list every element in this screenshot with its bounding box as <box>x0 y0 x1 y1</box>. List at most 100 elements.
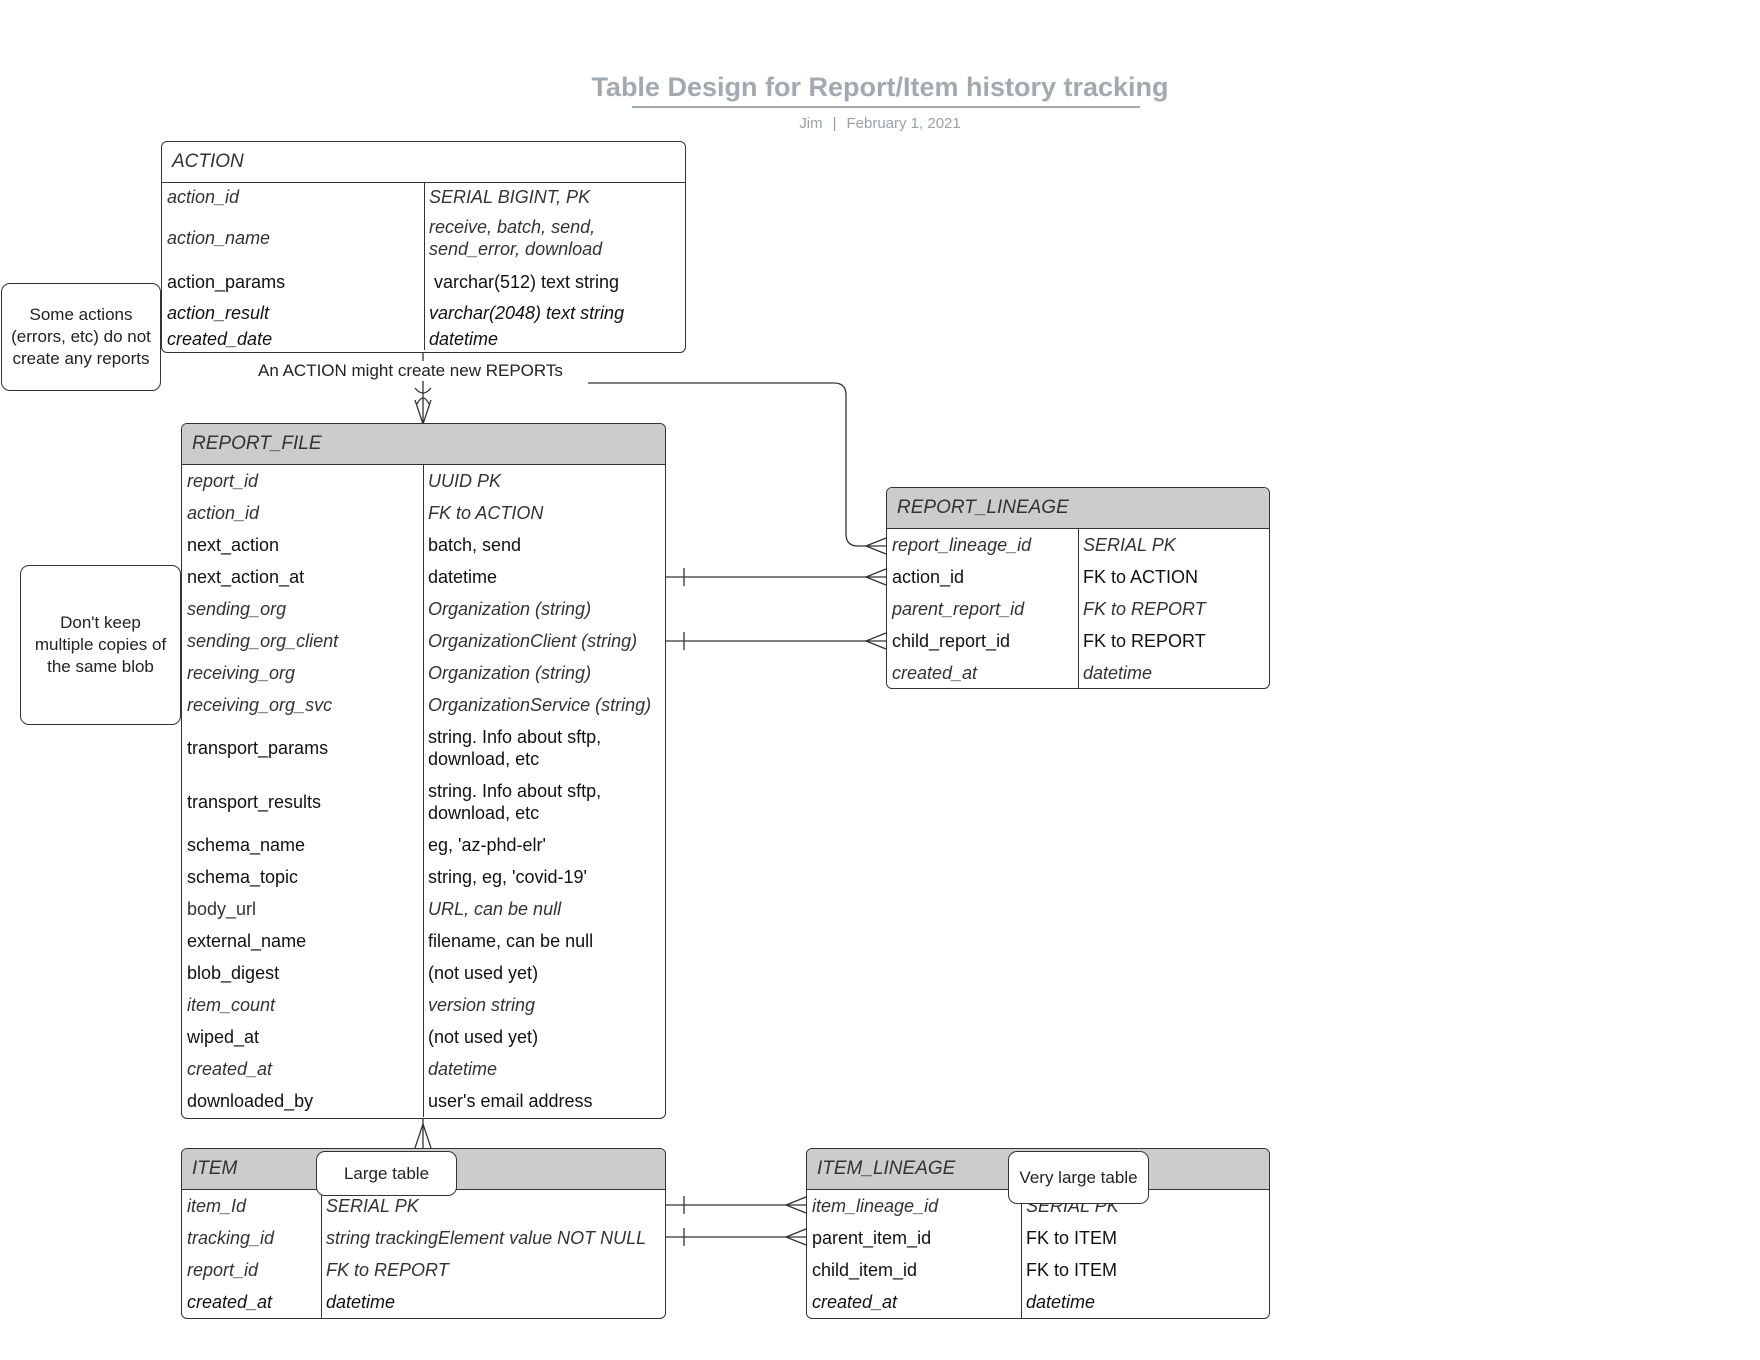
field-type: Organization (string) <box>428 663 592 683</box>
field-name: created_date <box>167 329 273 349</box>
note-large-table: Large table <box>316 1151 457 1196</box>
field-type: datetime <box>326 1292 396 1312</box>
table-row: tracking_id string trackingElement value … <box>182 1222 665 1254</box>
field-name: wiped_at <box>187 1027 260 1047</box>
field-name: next_action <box>187 535 280 555</box>
table-row: action_params varchar(512) text string <box>162 266 685 297</box>
note-no-reports: Some actions (errors, etc) do not create… <box>1 283 161 391</box>
field-name: downloaded_by <box>187 1091 314 1111</box>
meta-separator: | <box>832 115 837 132</box>
field-type: (not used yet) <box>428 963 539 983</box>
field-name: item_count <box>187 995 276 1015</box>
entity-item-body: item_Id SERIAL PK tracking_id string track… <box>182 1190 665 1318</box>
table-row: action_id SERIAL BIGINT, PK <box>162 183 685 210</box>
field-name: sending_org <box>187 599 287 619</box>
column-divider <box>424 183 425 350</box>
entity-action-title: ACTION <box>162 142 685 183</box>
table-row: item_count version string <box>182 989 665 1021</box>
field-name: report_lineage_id <box>892 535 1032 555</box>
field-name: sending_org_client <box>187 631 339 651</box>
field-name: next_action_at <box>187 567 305 587</box>
table-row: blob_digest (not used yet) <box>182 957 665 989</box>
field-type: filename, can be null <box>428 931 594 951</box>
field-name: action_id <box>167 186 240 207</box>
field-type: FK to ITEM <box>1026 1228 1118 1248</box>
field-type: FK to ACTION <box>1083 567 1199 587</box>
table-row: parent_report_id FK to REPORT <box>887 593 1269 625</box>
diagram-meta: Jim | February 1, 2021 <box>0 115 1760 132</box>
field-type: datetime <box>428 567 498 587</box>
table-row: created_at datetime <box>182 1286 665 1318</box>
note-no-copies: Don't keep multiple copies of the same b… <box>20 565 181 725</box>
field-type: Organization (string) <box>428 599 592 619</box>
field-type: receive, batch, send, send_error, downlo… <box>429 217 603 259</box>
field-name: action_params <box>167 271 286 292</box>
field-name: child_report_id <box>892 631 1011 651</box>
field-name: created_at <box>812 1292 898 1312</box>
table-row: action_result varchar(2048) text string <box>162 297 685 328</box>
field-name: action_name <box>167 228 271 248</box>
field-type: FK to REPORT <box>1083 599 1206 619</box>
note-very-large-table: Very large table <box>1008 1151 1149 1204</box>
field-name: transport_params <box>187 738 329 758</box>
field-type: UUID PK <box>428 471 502 491</box>
field-name: body_url <box>187 899 257 919</box>
field-type: FK to REPORT <box>326 1260 449 1280</box>
field-name: created_at <box>187 1292 273 1312</box>
field-type: datetime <box>1083 663 1153 683</box>
field-name: schema_topic <box>187 867 299 887</box>
field-name: tracking_id <box>187 1228 275 1248</box>
field-name: external_name <box>187 931 307 951</box>
field-type: OrganizationService (string) <box>428 695 652 715</box>
field-name: parent_report_id <box>892 599 1025 619</box>
column-divider <box>321 1190 322 1318</box>
field-type: datetime <box>429 329 499 349</box>
field-name: action_result <box>167 302 270 323</box>
column-divider <box>423 465 424 1117</box>
column-divider <box>1021 1190 1022 1318</box>
table-row: external_name filename, can be null <box>182 925 665 957</box>
field-name: action_id <box>892 567 965 587</box>
field-type: version string <box>428 995 536 1015</box>
table-row: created_date datetime <box>162 328 685 350</box>
field-name: child_item_id <box>812 1260 918 1280</box>
field-name: receiving_org_svc <box>187 695 333 715</box>
field-name: schema_name <box>187 835 306 855</box>
field-type: string. Info about sftp, download, etc <box>428 727 602 769</box>
field-name: blob_digest <box>187 963 280 983</box>
field-type: varchar(512) text string <box>429 271 620 292</box>
field-name: item_Id <box>187 1196 247 1216</box>
table-row: transport_params string. Info about sftp,… <box>182 721 665 775</box>
table-row: sending_org Organization (string) <box>182 593 665 625</box>
diagram-date: February 1, 2021 <box>846 115 961 132</box>
author-name: Jim <box>799 115 823 132</box>
table-row: child_item_id FK to ITEM <box>807 1254 1269 1286</box>
field-type: FK to ITEM <box>1026 1260 1118 1280</box>
column-divider <box>1078 529 1079 688</box>
field-name: receiving_org <box>187 663 296 683</box>
diagram-title: Table Design for Report/Item history tra… <box>591 72 1169 102</box>
field-type: OrganizationClient (string) <box>428 631 638 651</box>
field-type: SERIAL PK <box>326 1196 419 1216</box>
table-row: sending_org_client OrganizationClient (st… <box>182 625 665 657</box>
title-underline <box>632 106 1140 108</box>
table-row: wiped_at(not used yet) <box>182 1021 665 1053</box>
field-name: created_at <box>187 1059 273 1079</box>
entity-report-lineage-title: REPORT_LINEAGE <box>887 488 1269 529</box>
table-row: next_action_at datetime <box>182 561 665 593</box>
field-type: string trackingElement value NOT NULL <box>326 1228 647 1248</box>
